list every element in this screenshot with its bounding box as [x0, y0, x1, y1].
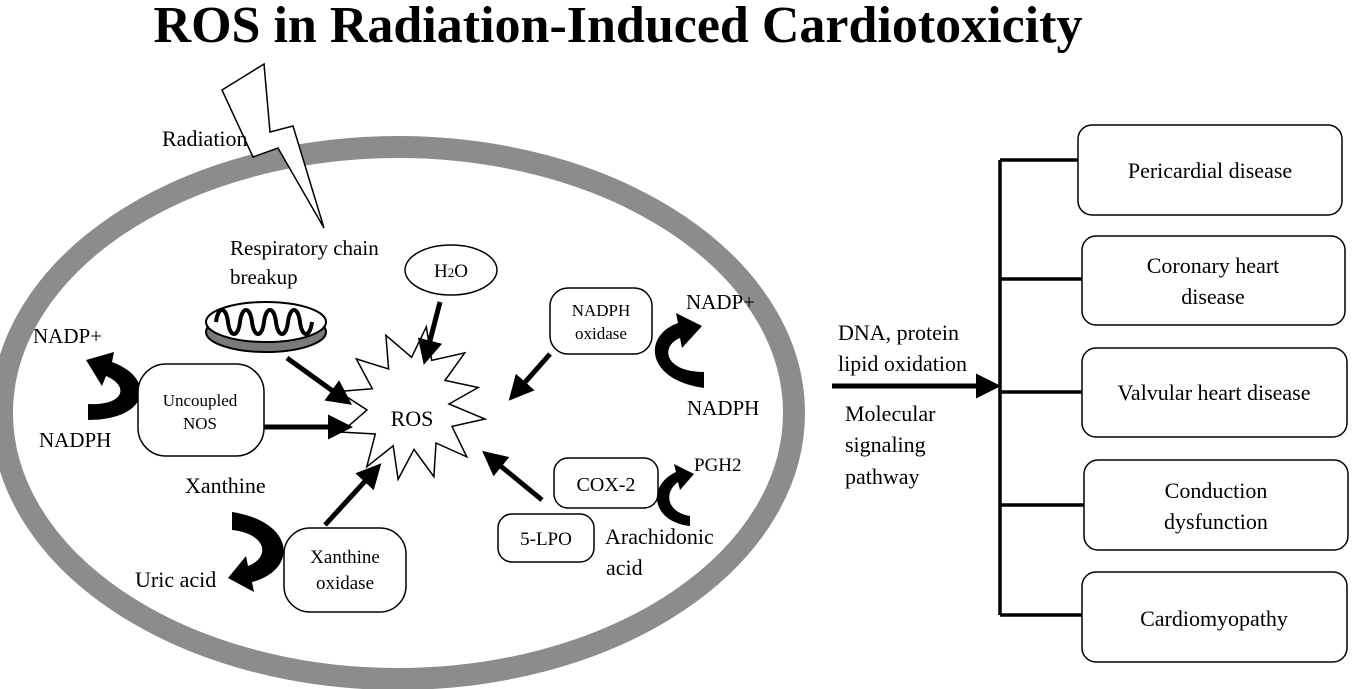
- nadph-oxidase-line1: NADPH: [572, 301, 631, 320]
- h2o-main: H: [434, 261, 448, 282]
- h2o-subscript: 2: [448, 265, 455, 280]
- arrow-xanthine-oxidase-to-ros: [323, 463, 382, 527]
- 5lpo-node: [497, 513, 595, 563]
- arrow-h2o-to-ros: [417, 301, 443, 365]
- respiratory-chain-label-line1: Respiratory chain: [230, 236, 379, 260]
- page-title: ROS in Radiation-Induced Cardiotoxicity: [154, 0, 1083, 54]
- pericardial-disease-box: [1077, 124, 1343, 216]
- cardiomyopathy-label: Cardiomyopathy: [1140, 606, 1288, 631]
- conduction-dysfunction-line1: Conduction: [1165, 478, 1268, 503]
- pgh2-curved-arrow: [656, 464, 694, 526]
- valvular-heart-disease-box: [1081, 347, 1348, 438]
- coronary-heart-disease-box: [1081, 235, 1346, 326]
- arachidonic-acid-line2: acid: [606, 555, 643, 580]
- nadph-oxidase-line2: oxidase: [575, 324, 627, 343]
- nadph-right-label: NADPH: [687, 396, 759, 420]
- uncoupled-nos-line1: Uncoupled: [163, 391, 238, 410]
- valvular-heart-disease-label: Valvular heart disease: [1117, 380, 1310, 405]
- h2o-end: O: [454, 261, 468, 282]
- arachidonic-acid-line1: Arachidonic: [605, 524, 714, 549]
- 5lpo-label: 5-LPO: [520, 529, 572, 550]
- dna-oxidation-line2: lipid oxidation: [838, 351, 967, 376]
- h2o-label: H2O: [434, 261, 468, 282]
- coronary-heart-disease-line1: Coronary heart: [1147, 253, 1280, 278]
- molecular-signaling-line1: Molecular: [845, 401, 936, 426]
- ros-arrows: [264, 301, 552, 527]
- nadph-left-label: NADPH: [39, 428, 111, 452]
- pericardial-disease-label: Pericardial disease: [1128, 158, 1292, 183]
- xanthine-oxidase-line1: Xanthine: [310, 547, 380, 568]
- conduction-dysfunction-box: [1083, 459, 1349, 551]
- h2o-node: [404, 244, 498, 296]
- radiation-label: Radiation: [162, 126, 248, 151]
- dna-oxidation-line1: DNA, protein: [838, 320, 959, 345]
- ros-starburst: [336, 324, 488, 482]
- xanthine-oxidase-line2: oxidase: [316, 573, 374, 594]
- pgh2-label: PGH2: [694, 455, 742, 476]
- mitochondrion-icon: [205, 301, 327, 353]
- outcomes-bracket: [998, 158, 1084, 617]
- ros-label: ROS: [391, 406, 434, 431]
- uric-acid-label: Uric acid: [135, 567, 216, 592]
- cox2-node: [553, 457, 659, 509]
- cardiomyopathy-box: [1081, 571, 1348, 663]
- cox2-label: COX-2: [577, 474, 636, 496]
- nadph-left-curved-arrow: [86, 352, 141, 420]
- respiratory-chain-label-line2: breakup: [230, 265, 298, 289]
- arrow-nadph-oxidase-to-ros: [508, 352, 552, 401]
- xanthine-curved-arrow: [228, 512, 284, 592]
- nadph-oxidase-node: [549, 287, 653, 355]
- xanthine-label: Xanthine: [185, 473, 266, 498]
- arrow-mitochondria-to-ros: [285, 355, 353, 405]
- conduction-dysfunction-line2: dysfunction: [1164, 509, 1268, 534]
- nadph-right-curved-arrow: [654, 313, 704, 388]
- nadp-left-label: NADP+: [33, 324, 102, 348]
- molecular-signaling-line2: signaling: [845, 432, 926, 457]
- cell-membrane: [0, 136, 805, 689]
- lightning-bolt-icon: [221, 62, 325, 229]
- uncoupled-nos-node: [137, 363, 265, 457]
- arrow-cox2-to-ros: [482, 450, 544, 502]
- molecular-signaling-line3: pathway: [845, 464, 920, 489]
- coronary-heart-disease-line2: disease: [1181, 284, 1245, 309]
- xanthine-oxidase-node: [283, 527, 407, 613]
- nadp-right-label: NADP+: [686, 290, 755, 314]
- uncoupled-nos-line2: NOS: [183, 414, 217, 433]
